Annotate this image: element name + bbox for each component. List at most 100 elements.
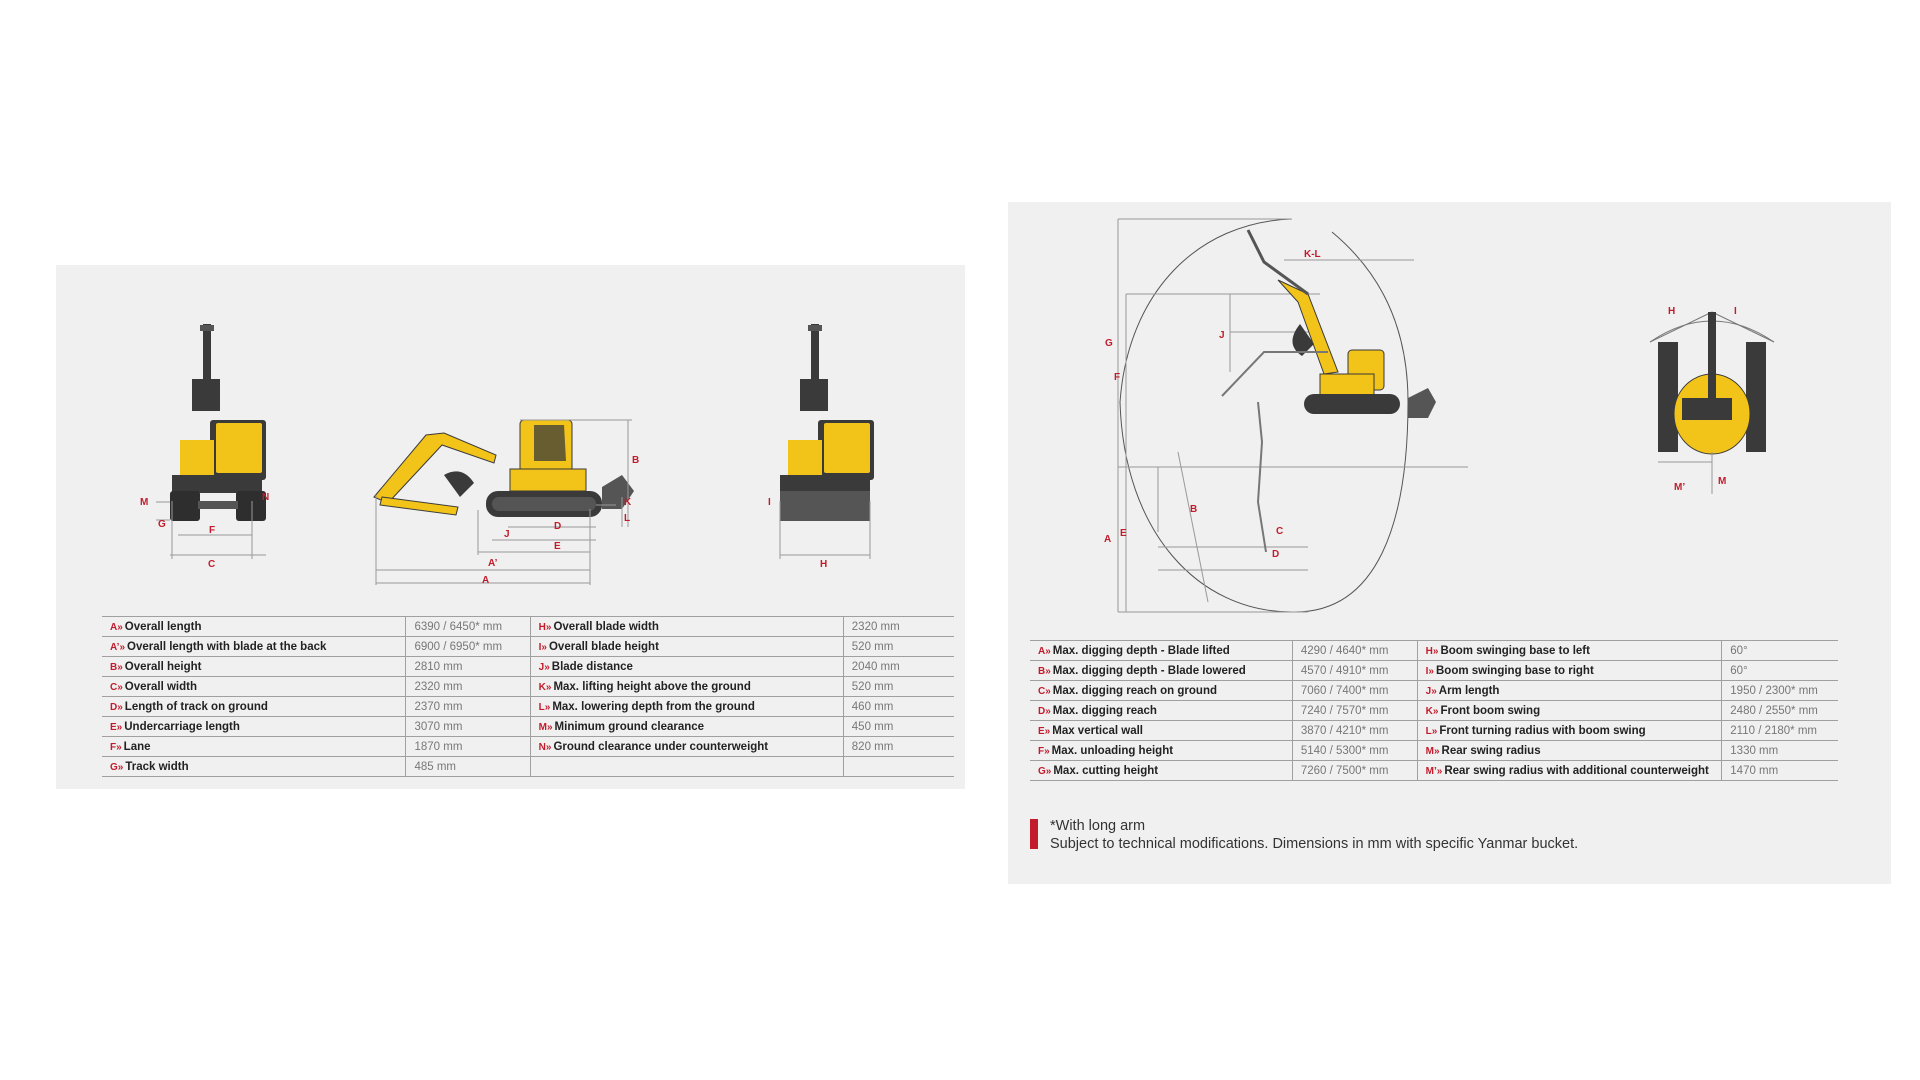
label-E: E (1120, 528, 1127, 539)
spec-letter: A» (110, 621, 123, 633)
spec-row: F»Max. unloading height 5140 / 5300* mm M»… (1030, 740, 1838, 761)
spec-label-cell: M»Rear swing radius (1416, 740, 1722, 761)
spec-value-cell: 5140 / 5300* mm (1291, 740, 1418, 761)
spec-label: Max. lowering depth from the ground (552, 700, 755, 713)
spec-label-cell: F»Lane (102, 736, 406, 757)
spec-label: Max. lifting height above the ground (553, 680, 751, 693)
spec-letter: J» (1425, 685, 1437, 697)
spec-value: 2040 mm (851, 660, 900, 673)
spec-row: A’»Overall length with blade at the back… (102, 636, 954, 657)
spec-value-cell: 520 mm (842, 676, 954, 697)
spec-value-cell: 2480 / 2550* mm (1721, 700, 1838, 721)
top-view-excavator (1649, 311, 1775, 455)
spec-value: 520 mm (851, 680, 894, 693)
spec-value-cell: 60° (1721, 660, 1838, 681)
spec-label-cell: E»Max vertical wall (1030, 720, 1293, 741)
spec-label-cell: K»Max. lifting height above the ground (529, 676, 844, 697)
label-I: I (768, 497, 771, 508)
label-N: N (262, 492, 269, 503)
spec-label-cell: G»Track width (102, 756, 406, 777)
spec-value-cell: 2370 mm (405, 696, 531, 717)
label-L: L (624, 513, 630, 524)
label-A-prime: A’ (488, 558, 498, 569)
spec-label-cell: D»Max. digging reach (1030, 700, 1293, 721)
spec-value: 5140 / 5300* mm (1300, 744, 1389, 757)
spec-label-cell: E»Undercarriage length (102, 716, 406, 737)
spec-value-cell: 2040 mm (842, 656, 954, 677)
spec-label: Arm length (1438, 684, 1500, 697)
spec-letter: B» (110, 661, 123, 673)
spec-label: Front boom swing (1440, 704, 1541, 717)
spec-letter: A» (1038, 645, 1051, 657)
spec-letter: I» (538, 641, 547, 653)
spec-value: 60° (1730, 664, 1748, 677)
spec-letter: E» (110, 721, 123, 733)
spec-label-cell (529, 756, 844, 777)
spec-value-cell: 1870 mm (405, 736, 531, 757)
spec-value-cell: 2320 mm (405, 676, 531, 697)
spec-label: Lane (123, 740, 151, 753)
spec-letter: C» (1038, 685, 1051, 697)
spec-value: 6390 / 6450* mm (414, 620, 503, 633)
spec-label-cell: C»Overall width (102, 676, 406, 697)
label-B: B (1190, 504, 1197, 515)
spec-value: 7260 / 7500* mm (1300, 764, 1389, 777)
spec-label: Length of track on ground (124, 700, 268, 713)
label-F: F (1114, 372, 1120, 383)
label-M: M (1718, 476, 1726, 487)
spec-letter: F» (110, 741, 122, 753)
label-J: J (504, 529, 510, 540)
spec-value-cell: 4290 / 4640* mm (1291, 640, 1418, 661)
spec-value: 1330 mm (1730, 744, 1779, 757)
spec-label-cell: B»Max. digging depth - Blade lowered (1030, 660, 1293, 681)
label-C: C (1276, 526, 1283, 537)
spec-label-cell: H»Overall blade width (529, 616, 844, 637)
spec-value: 3070 mm (414, 720, 463, 733)
spec-label-cell: G»Max. cutting height (1030, 760, 1293, 781)
spec-label-cell: F»Max. unloading height (1030, 740, 1293, 761)
spec-label-cell: J»Blade distance (529, 656, 844, 677)
footnote-line-1: *With long arm (1050, 818, 1146, 834)
label-B: B (632, 455, 639, 466)
spec-value-cell (842, 756, 954, 777)
spec-letter: H» (538, 621, 552, 633)
label-E: E (554, 541, 561, 552)
spec-letter: L» (538, 701, 551, 713)
spec-label: Overall length (124, 620, 202, 633)
spec-label: Overall height (124, 660, 202, 673)
spec-value-cell: 2810 mm (405, 656, 531, 677)
spec-value: 60° (1730, 644, 1748, 657)
spec-value-cell: 1950 / 2300* mm (1721, 680, 1838, 701)
spec-label: Max. digging depth - Blade lowered (1052, 664, 1246, 677)
label-D: D (1272, 549, 1279, 560)
label-D: D (554, 521, 561, 532)
spec-label: Max. cutting height (1053, 764, 1159, 777)
spec-letter: M’» (1425, 765, 1443, 777)
spec-value: 4290 / 4640* mm (1300, 644, 1389, 657)
spec-value-cell: 485 mm (405, 756, 531, 777)
spec-label-cell: D»Length of track on ground (102, 696, 406, 717)
label-H: H (820, 559, 827, 570)
spec-letter: N» (538, 741, 552, 753)
spec-value-cell: 520 mm (842, 636, 954, 657)
working-range-excavator (1221, 229, 1436, 553)
spec-value: 1470 mm (1730, 764, 1779, 777)
footnote-line-2: Subject to technical modifications. Dime… (1050, 836, 1579, 852)
label-C: C (208, 559, 215, 570)
spec-value: 7240 / 7570* mm (1300, 704, 1389, 717)
spec-label: Max. digging reach on ground (1052, 684, 1217, 697)
spec-label-cell: H»Boom swinging base to left (1416, 640, 1722, 661)
label-G: G (158, 519, 166, 530)
spec-value: 520 mm (851, 640, 894, 653)
spec-label: Max. digging depth - Blade lifted (1052, 644, 1230, 657)
spec-label: Max. digging reach (1052, 704, 1157, 717)
spec-label: Boom swinging base to left (1440, 644, 1590, 657)
spec-value: 4570 / 4910* mm (1300, 664, 1389, 677)
spec-label-cell: A’»Overall length with blade at the back (102, 636, 406, 657)
spec-label-cell: L»Max. lowering depth from the ground (529, 696, 844, 717)
spec-value-cell: 60° (1721, 640, 1838, 661)
